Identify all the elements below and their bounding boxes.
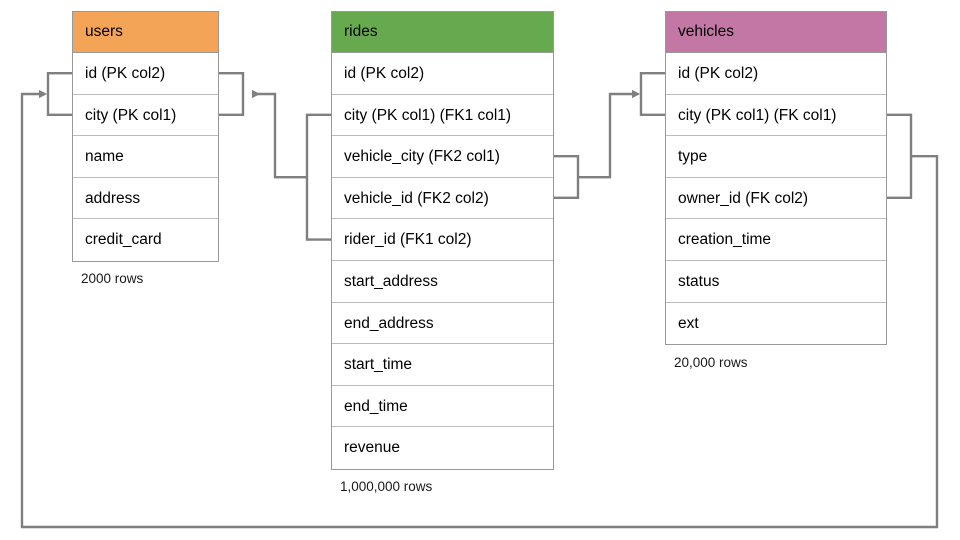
edge-bracket-rides-right	[554, 155, 580, 199]
table-row[interactable]: credit_card	[73, 219, 218, 261]
table-vehicles-title: vehicles	[678, 23, 734, 40]
table-row[interactable]: status	[666, 260, 886, 303]
table-row[interactable]: city (PK col1) (FK col1)	[666, 94, 886, 137]
table-vehicles-row-count: 20,000 rows	[674, 355, 748, 370]
table-row[interactable]: id (PK col2)	[73, 53, 218, 95]
table-vehicles-header: vehicles	[666, 12, 886, 53]
edge-bracket-rides-left	[305, 113, 331, 241]
table-row[interactable]: start_time	[332, 344, 553, 386]
table-users-row-count: 2000 rows	[81, 271, 144, 286]
table-rides[interactable]: rides id (PK col2) city (PK col1) (FK1 c…	[331, 11, 554, 470]
table-row[interactable]: rider_id (FK1 col2)	[332, 219, 553, 261]
table-row[interactable]: city (PK col1) (FK1 col1)	[332, 94, 553, 137]
table-users-title: users	[85, 23, 123, 40]
table-row[interactable]: end_time	[332, 385, 553, 428]
table-row[interactable]: creation_time	[666, 219, 886, 261]
edge-bracket-users-right	[219, 72, 245, 116]
edge-rides-to-vehicles	[578, 89, 641, 179]
edge-bracket-users-left	[46, 72, 72, 116]
edge-bracket-vehicles-right	[887, 113, 913, 199]
table-rides-row-count: 1,000,000 rows	[340, 479, 433, 494]
edge-bracket-vehicles-left	[639, 72, 665, 116]
table-rides-title: rides	[344, 23, 378, 40]
table-row[interactable]: city (PK col1)	[73, 94, 218, 137]
table-row[interactable]: type	[666, 136, 886, 178]
table-row[interactable]: revenue	[332, 427, 553, 469]
table-users-header: users	[73, 12, 218, 53]
table-row[interactable]: id (PK col2)	[332, 53, 553, 95]
table-row[interactable]: vehicle_city (FK2 col1)	[332, 136, 553, 178]
table-row[interactable]: name	[73, 136, 218, 178]
table-row[interactable]: end_address	[332, 302, 553, 345]
table-rides-header: rides	[332, 12, 553, 53]
edge-rides-to-users	[252, 89, 307, 179]
table-users[interactable]: users id (PK col2) city (PK col1) name a…	[72, 11, 219, 262]
table-row[interactable]: address	[73, 177, 218, 220]
table-row[interactable]: start_address	[332, 260, 553, 303]
table-row[interactable]: owner_id (FK col2)	[666, 177, 886, 220]
table-row[interactable]: vehicle_id (FK2 col2)	[332, 177, 553, 220]
table-vehicles[interactable]: vehicles id (PK col2) city (PK col1) (FK…	[665, 11, 887, 346]
table-row[interactable]: id (PK col2)	[666, 53, 886, 95]
table-row[interactable]: ext	[666, 302, 886, 345]
